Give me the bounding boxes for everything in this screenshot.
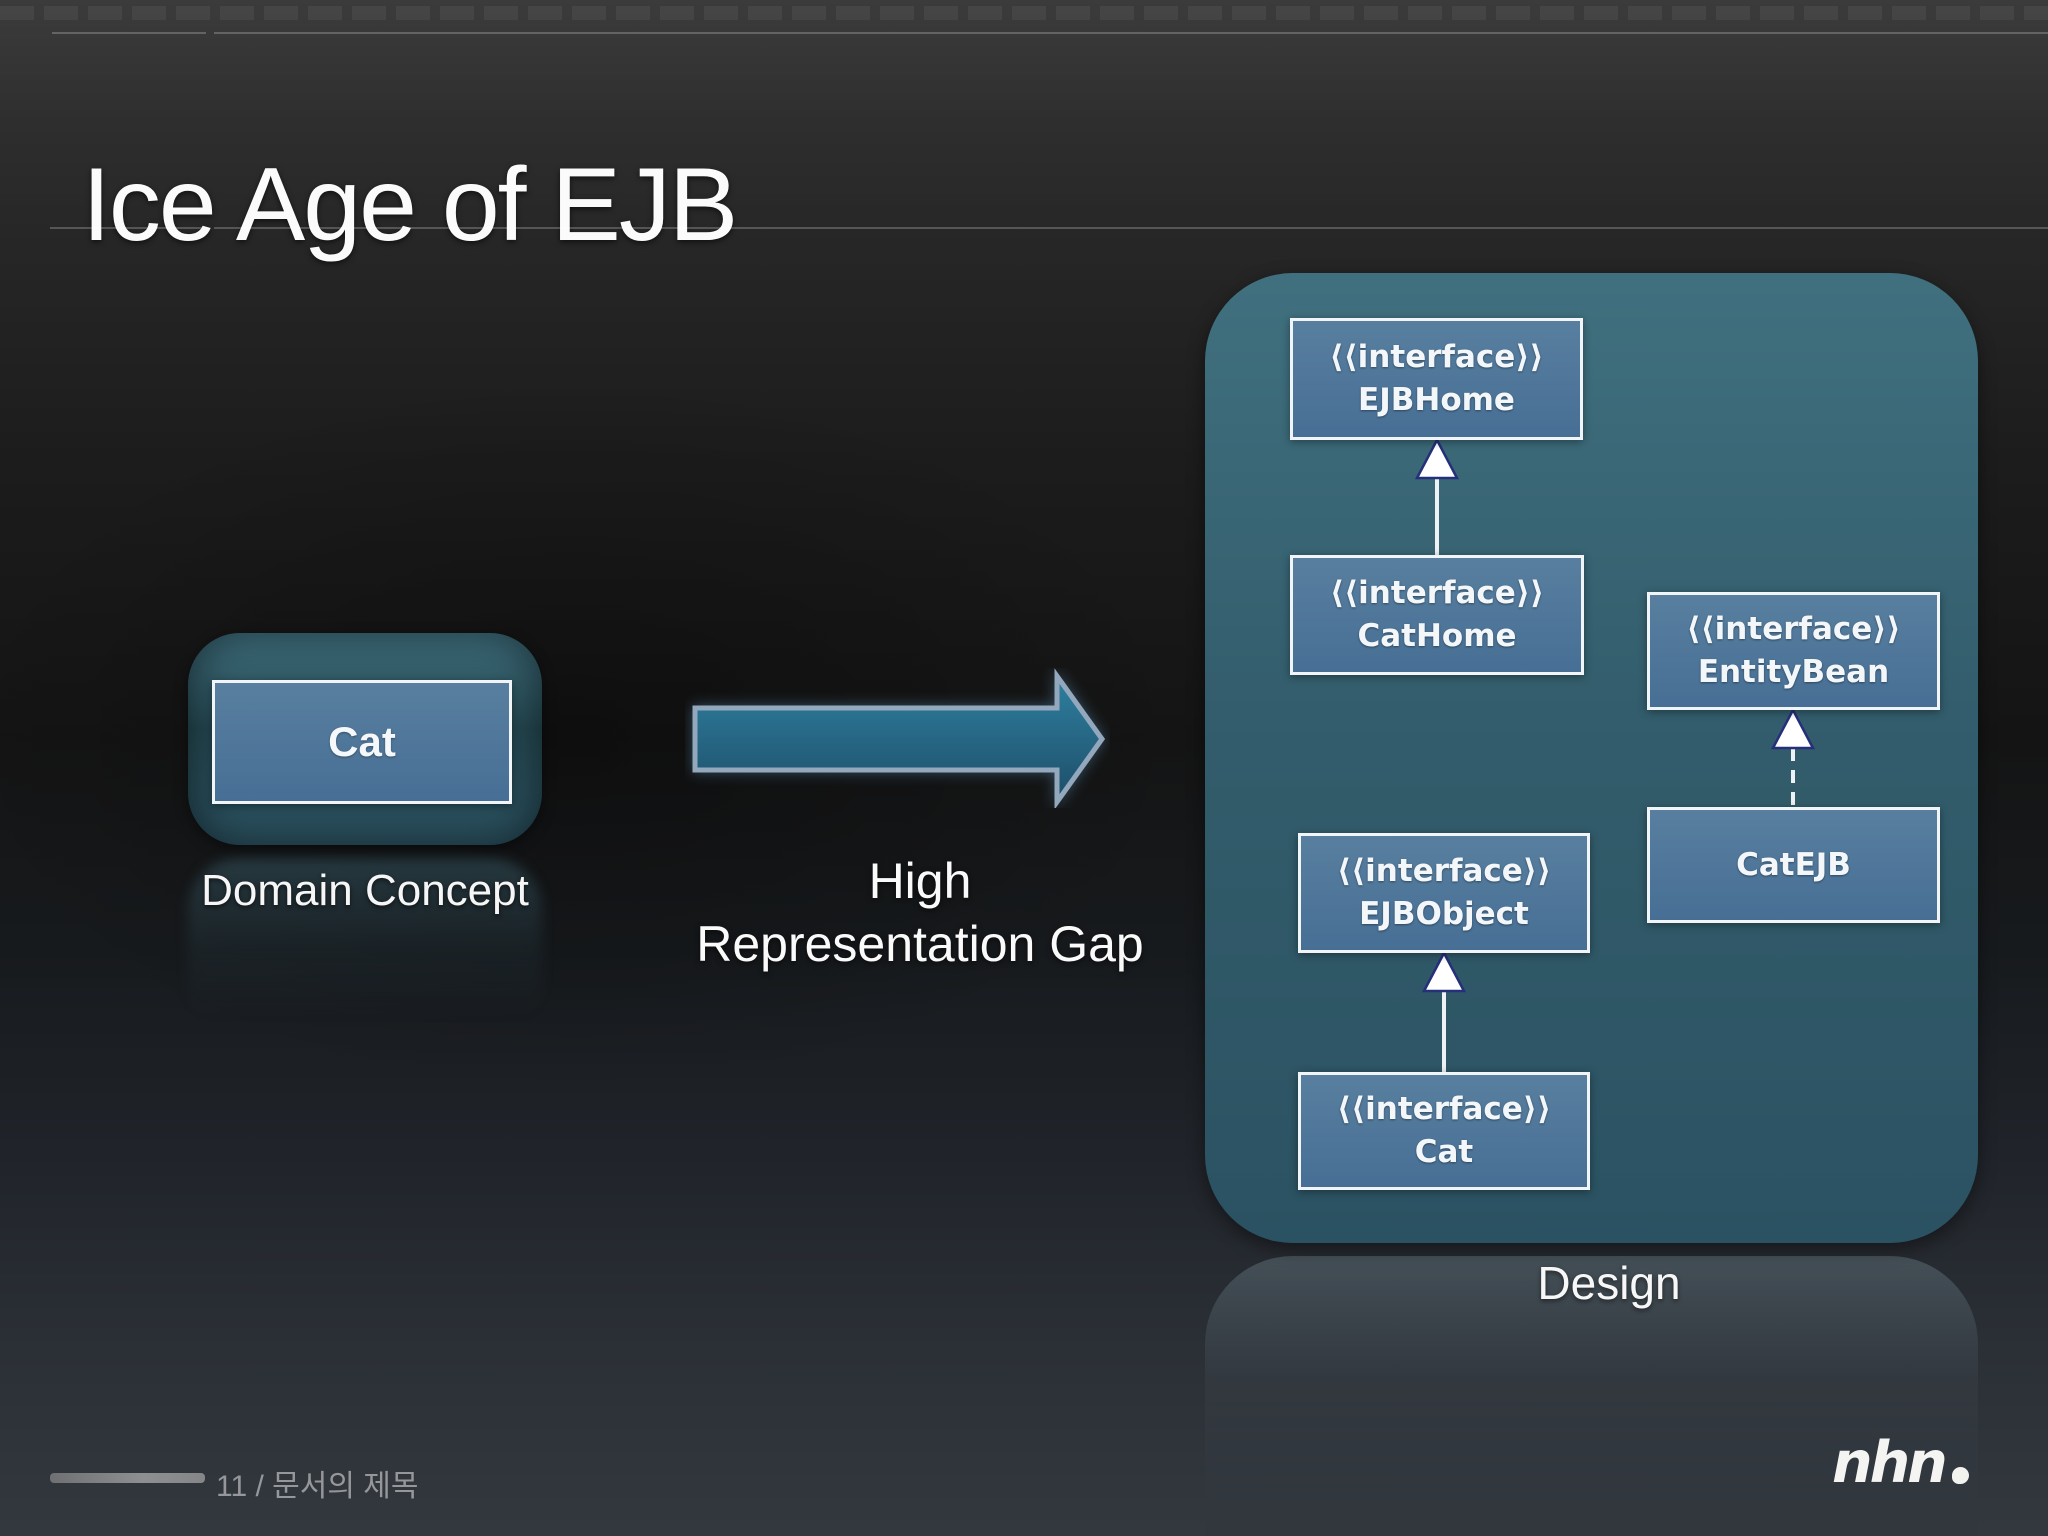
ejbhome-stereotype: ⟨⟨interface⟩⟩ [1329,339,1544,375]
design-reflection [1205,1256,1978,1536]
cat-stereotype: ⟨⟨interface⟩⟩ [1336,1091,1552,1127]
catejb-name: CatEJB [1736,846,1851,883]
footer-page-info: 11 / 문서의 제목 [216,1470,419,1503]
generalization-cat-ejbobject [1421,950,1467,1072]
top-dashed-strip [0,6,2048,20]
right-block-arrow-icon [692,668,1106,808]
gap-label-line1: High [868,853,972,909]
cathome-stereotype: ⟨⟨interface⟩⟩ [1329,575,1545,611]
footer-accent-bar [50,1473,205,1483]
ejbobject-stereotype: ⟨⟨interface⟩⟩ [1336,853,1552,889]
uml-node-ejbhome: ⟨⟨interface⟩⟩ EJBHome [1290,318,1583,440]
cat-box: Cat [212,680,512,804]
cathome-name: CatHome [1357,618,1517,654]
nhn-logo-text: nhn [1832,1430,1948,1496]
ejbobject-name: EJBObject [1359,896,1529,932]
cat-name: Cat [1414,1134,1474,1170]
entitybean-name: EntityBean [1697,654,1890,690]
gap-label-line2: Representation Gap [696,916,1144,972]
realization-catejb-entitybean [1770,707,1816,807]
header-rule-bottom-left [50,227,206,229]
uml-node-ejbobject: ⟨⟨interface⟩⟩ EJBObject [1298,833,1590,953]
design-caption: Design [1537,1257,1681,1309]
uml-node-entitybean: ⟨⟨interface⟩⟩ EntityBean [1647,592,1940,710]
header-rule-bottom-right [214,227,2048,229]
generalization-cathome-ejbhome [1414,437,1460,555]
domain-concept-reflection [188,858,542,1018]
design-container: ⟨⟨interface⟩⟩ EJBHome ⟨⟨interface⟩⟩ CatH… [1205,273,1978,1243]
uml-node-catejb: CatEJB [1647,807,1940,923]
nhn-logo: nhn [1832,1430,1969,1496]
uml-node-cathome: ⟨⟨interface⟩⟩ CatHome [1290,555,1584,675]
header-rule-top-left [52,32,206,34]
entitybean-stereotype: ⟨⟨interface⟩⟩ [1686,611,1901,647]
header-rule-top-right [214,32,2048,34]
uml-node-cat-interface: ⟨⟨interface⟩⟩ Cat [1298,1072,1590,1190]
nhn-logo-dot-icon [1951,1467,1969,1484]
cat-box-label: Cat [328,718,396,765]
ejbhome-name: EJBHome [1358,382,1515,418]
uml-connectors [1414,437,1816,1072]
domain-concept-caption: Domain Concept [201,866,529,915]
domain-concept-container: Cat [188,633,542,845]
representation-gap-label: High Representation Gap [560,850,1280,976]
slide-title: Ice Age of EJB [82,146,738,263]
